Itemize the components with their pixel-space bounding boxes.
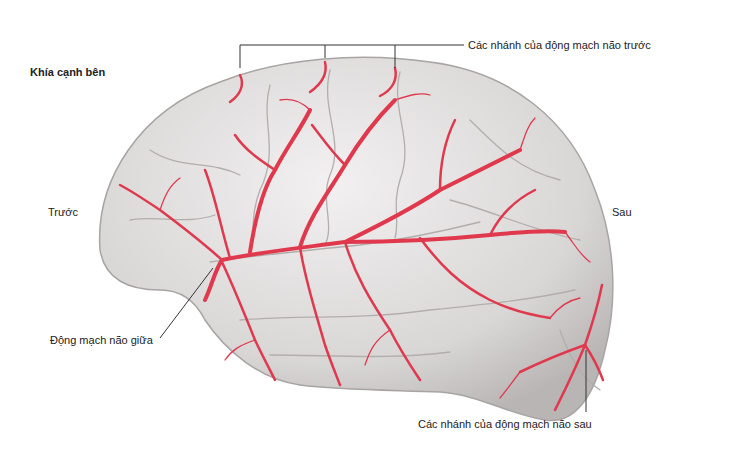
sulcus — [240, 290, 575, 320]
artery-branch — [222, 262, 275, 380]
part-label: Các nhánh của động mạch não trước — [468, 38, 651, 52]
artery-branch — [420, 238, 550, 318]
artery-branch — [345, 242, 420, 380]
artery-twig — [225, 340, 255, 360]
artery-twig — [520, 118, 535, 150]
side-label: Sau — [612, 205, 632, 219]
artery-twig — [500, 372, 520, 398]
view-title: Khía cạnh bên — [30, 65, 105, 79]
artery-branch — [585, 345, 603, 380]
artery-branch — [490, 190, 535, 235]
artery-branch — [120, 185, 222, 260]
artery-branch — [250, 110, 310, 252]
sulcus — [470, 120, 560, 180]
artery-twig — [395, 94, 430, 100]
artery-twig — [160, 178, 180, 210]
artery-branch — [345, 231, 565, 242]
leader-line — [160, 268, 213, 338]
artery-branch — [555, 345, 585, 410]
artery-branch — [300, 247, 340, 385]
part-label: Động mạch não giữa — [50, 333, 153, 347]
artery-twig — [550, 298, 580, 318]
bracket — [240, 45, 464, 68]
side-label: Trước — [48, 205, 78, 219]
artery-twig — [565, 232, 590, 262]
sulcus — [150, 150, 240, 175]
sulcus — [270, 352, 450, 357]
central-sulcus — [325, 70, 335, 245]
artery-twig — [280, 99, 310, 110]
artery-branch — [585, 285, 602, 345]
brain-outline — [100, 57, 613, 420]
artery-branch — [310, 62, 326, 92]
arteries — [120, 62, 603, 410]
artery-branch — [380, 68, 396, 96]
artery-twig — [365, 330, 390, 365]
artery-branch — [312, 125, 345, 165]
artery-branch — [235, 135, 275, 170]
leader-line — [586, 350, 587, 412]
part-label: Các nhánh của động mạch não sau — [418, 417, 592, 431]
leader-lines — [160, 45, 586, 412]
gyri — [130, 70, 600, 390]
artery-branch — [440, 120, 455, 190]
artery-branch — [230, 75, 242, 102]
artery-branch — [205, 170, 230, 258]
